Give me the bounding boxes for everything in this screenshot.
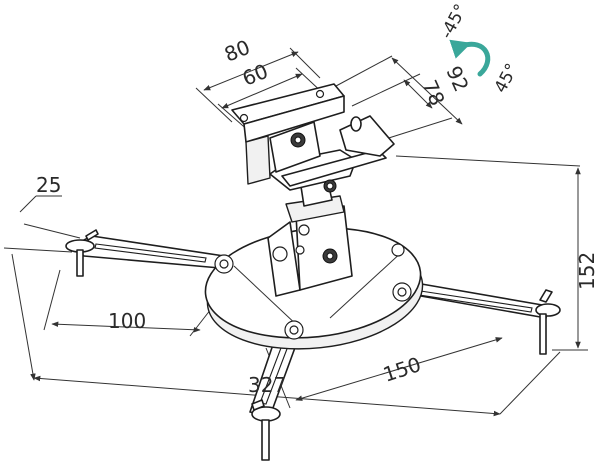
dim-80-label: 80: [221, 35, 254, 67]
tilt-arrow-icon: [449, 39, 491, 77]
tilt-angle-up-label: -45°: [437, 1, 472, 42]
dim-327-label: 327: [248, 373, 286, 397]
dim-25-label: 25: [36, 173, 61, 197]
dim-150-label: 150: [380, 352, 424, 387]
dim-60-label: 60: [239, 59, 272, 91]
tilt-angle-down-label: 45°: [491, 60, 523, 96]
dim-78-label: 78: [417, 76, 449, 109]
dim-100-label: 100: [108, 309, 146, 333]
tilt-column: [267, 149, 387, 297]
arm-feet: [65, 229, 561, 461]
dim-152-label: 152: [575, 252, 599, 290]
ceiling-bracket: [231, 83, 395, 185]
